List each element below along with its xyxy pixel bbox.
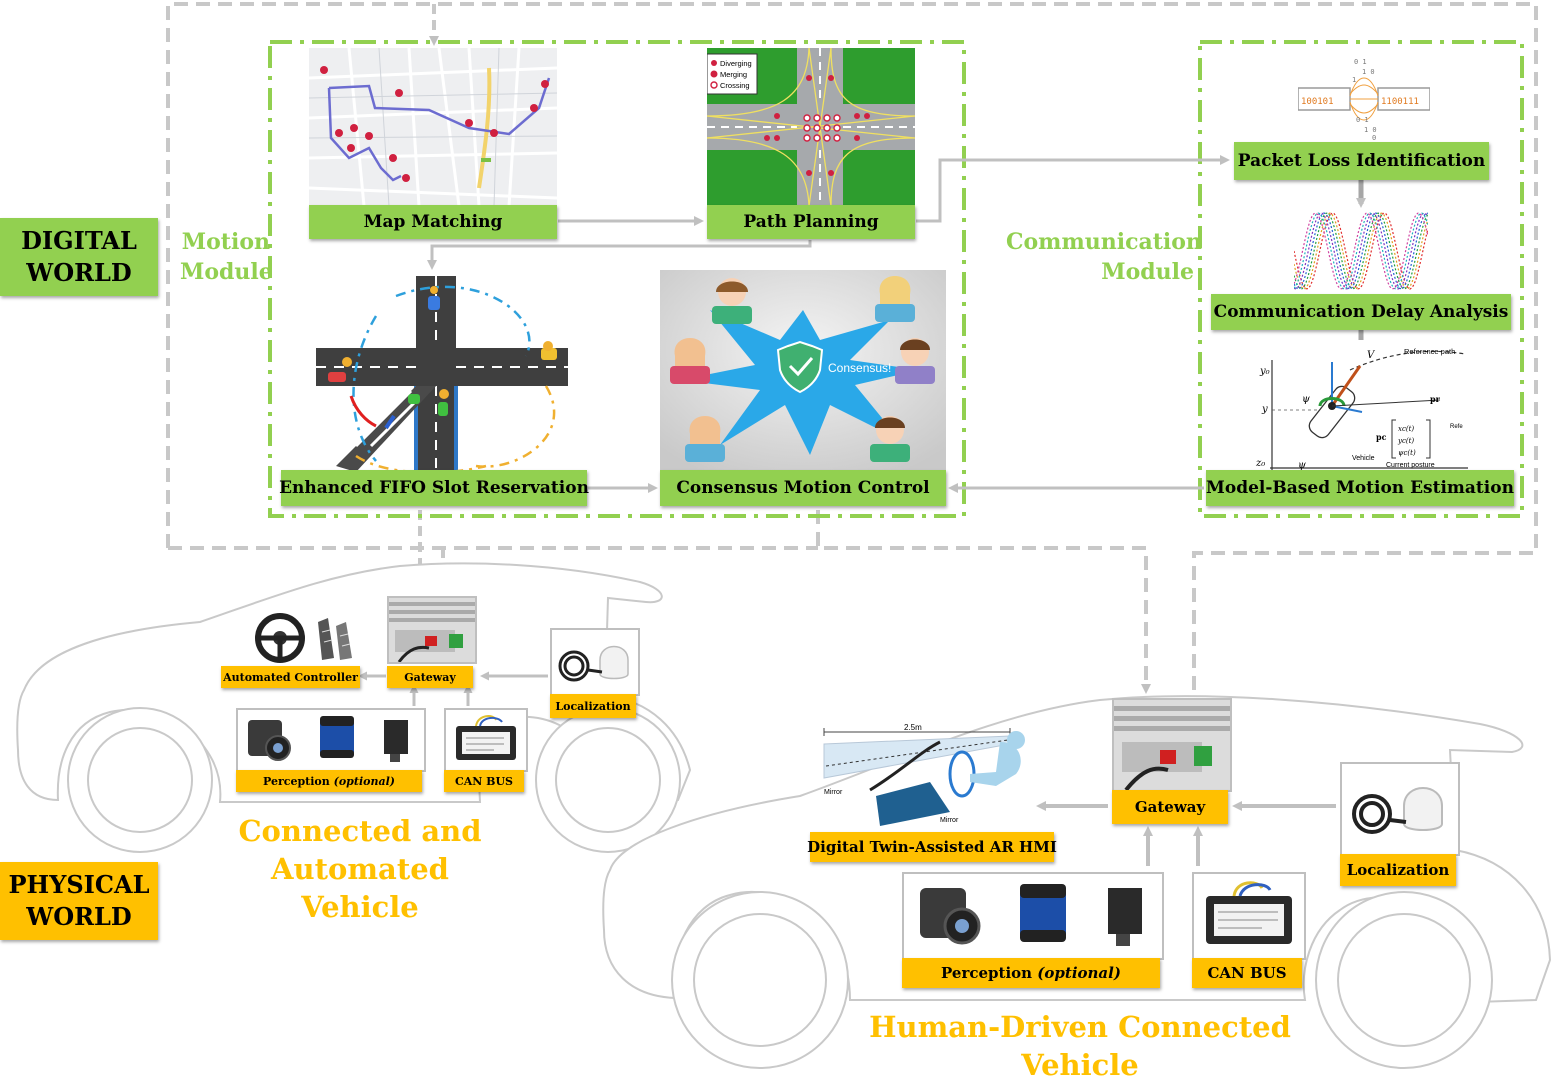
motion-module-frame	[268, 40, 966, 518]
reference-path-label: Reference path	[1404, 347, 1455, 356]
ref-label: Refe	[1450, 424, 1463, 430]
physical-world-label: PHYSICAL WORLD	[0, 862, 158, 940]
hdcv-perception-optional: (optional)	[1037, 964, 1121, 982]
hdcv-wheel-front	[671, 891, 849, 1069]
psic-label: ψc(t)	[1398, 449, 1416, 457]
fifo-intersection-image	[316, 276, 568, 472]
pr-label: pr	[1430, 394, 1441, 404]
communication-delay-analysis-box[interactable]: Communication Delay Analysis	[1211, 294, 1511, 330]
legend-crossing: Crossing	[720, 81, 750, 90]
cav-perception-label: Perception	[263, 774, 330, 788]
hdcv-gateway-box[interactable]: Gateway	[1112, 790, 1228, 824]
legend-diverging: Diverging	[720, 59, 752, 68]
hdcv-perception-box[interactable]: Perception (optional)	[902, 958, 1160, 988]
consensus-motion-control-box[interactable]: Consensus Motion Control	[660, 470, 946, 506]
cav-automated-controller-box[interactable]: Automated Controller	[221, 666, 360, 688]
cav-localization-image	[550, 628, 640, 696]
hdcv-wheel-rear	[1315, 891, 1493, 1069]
hmi-distance-label: 2.5m	[904, 723, 922, 732]
axis-y: y	[1261, 404, 1268, 415]
map-matching-box[interactable]: Map Matching	[309, 205, 557, 239]
mirror-label-2: Mirror	[940, 817, 959, 824]
consensus-bubble-text: Consensus!	[828, 361, 891, 375]
current-posture-label: Current posture	[1386, 462, 1435, 469]
communication-module-frame	[1198, 40, 1524, 518]
motion-estimation-figure: y₀ y z₀ ψ ψ V Reference path pr Refe pc …	[1240, 340, 1468, 472]
path-planning-image: Diverging Merging Crossing	[707, 48, 915, 206]
axis-y0: y₀	[1259, 366, 1270, 377]
cav-gateway-box[interactable]: Gateway	[387, 666, 473, 688]
digital-world-frame	[166, 2, 1538, 690]
packet-bits-right: 1100111	[1381, 97, 1419, 107]
svg-text:1 0: 1 0	[1362, 68, 1375, 76]
delay-wave	[1294, 212, 1428, 290]
hdcv-can-bus-box[interactable]: CAN BUS	[1192, 958, 1302, 988]
consensus-image: Consensus!	[660, 270, 946, 470]
cav-steering-pedal-image	[250, 612, 358, 664]
packet-loss-identification-box[interactable]: Packet Loss Identification	[1234, 142, 1489, 180]
pc-label: pc	[1376, 432, 1387, 442]
fifo-slot-reservation-box[interactable]: Enhanced FIFO Slot Reservation	[279, 470, 589, 506]
hdcv-ar-hmi-box[interactable]: Digital Twin-Assisted AR HMI	[807, 832, 1057, 862]
hdcv-can-bus-image	[1192, 872, 1306, 960]
digital-world-label: DIGITAL WORLD	[0, 218, 158, 296]
cav-perception-box[interactable]: Perception (optional)	[236, 770, 422, 792]
cav-wheel-front	[67, 707, 213, 853]
delay-wave	[1294, 212, 1428, 290]
cav-localization-box[interactable]: Localization	[550, 694, 636, 718]
hdcv-localization-box[interactable]: Localization	[1340, 854, 1456, 886]
path-planning-box[interactable]: Path Planning	[707, 205, 915, 239]
hdcv-perception-image	[902, 872, 1164, 960]
svg-text:0 1: 0 1	[1354, 58, 1367, 66]
yc-label: yc(t)	[1397, 437, 1414, 445]
velocity-label: V	[1367, 350, 1376, 361]
svg-text:1 0: 1 0	[1364, 126, 1377, 134]
delay-wave	[1294, 212, 1428, 290]
motion-module-label: Motion Module	[180, 229, 273, 285]
delay-waveform-image	[1294, 208, 1428, 294]
frame-to-hd-gateway	[816, 510, 1151, 694]
psi-label: ψ	[1302, 394, 1310, 405]
map-matching-image	[309, 48, 557, 206]
model-based-motion-estimation-box[interactable]: Model-Based Motion Estimation	[1206, 470, 1514, 506]
svg-text:0: 0	[1372, 134, 1376, 142]
communication-module-label: Communication Module	[1006, 229, 1202, 285]
hdcv-title: Human-Driven Connected Vehicle	[869, 1010, 1291, 1082]
hdcv-perception-label: Perception	[941, 964, 1033, 982]
legend-merging: Merging	[720, 70, 747, 79]
hdcv-localization-image	[1340, 762, 1460, 856]
cav-perception-optional: (optional)	[333, 774, 395, 788]
mirror-label-1: Mirror	[824, 789, 843, 796]
packet-bits-left: 100101	[1301, 97, 1334, 107]
svg-text:1: 1	[1352, 76, 1356, 84]
delay-wave	[1294, 212, 1428, 290]
psi-bottom: ψ	[1298, 460, 1306, 471]
cav-perception-image	[236, 708, 426, 772]
cav-can-bus-image	[444, 708, 528, 772]
hdcv-gateway-image	[1112, 698, 1232, 792]
cav-title: Connected and Automated Vehicle	[238, 814, 482, 924]
delay-wave	[1294, 212, 1428, 290]
xc-label: xc(t)	[1398, 425, 1414, 433]
cav-can-bus-box[interactable]: CAN BUS	[444, 770, 524, 792]
hdcv-hmi-image: 2.5m Mirror Mirror	[820, 722, 1034, 830]
svg-text:0 1: 0 1	[1356, 116, 1369, 124]
axis-z0: z₀	[1255, 458, 1265, 469]
vehicle-label: Vehicle	[1352, 455, 1375, 462]
cav-gateway-image	[387, 596, 477, 664]
